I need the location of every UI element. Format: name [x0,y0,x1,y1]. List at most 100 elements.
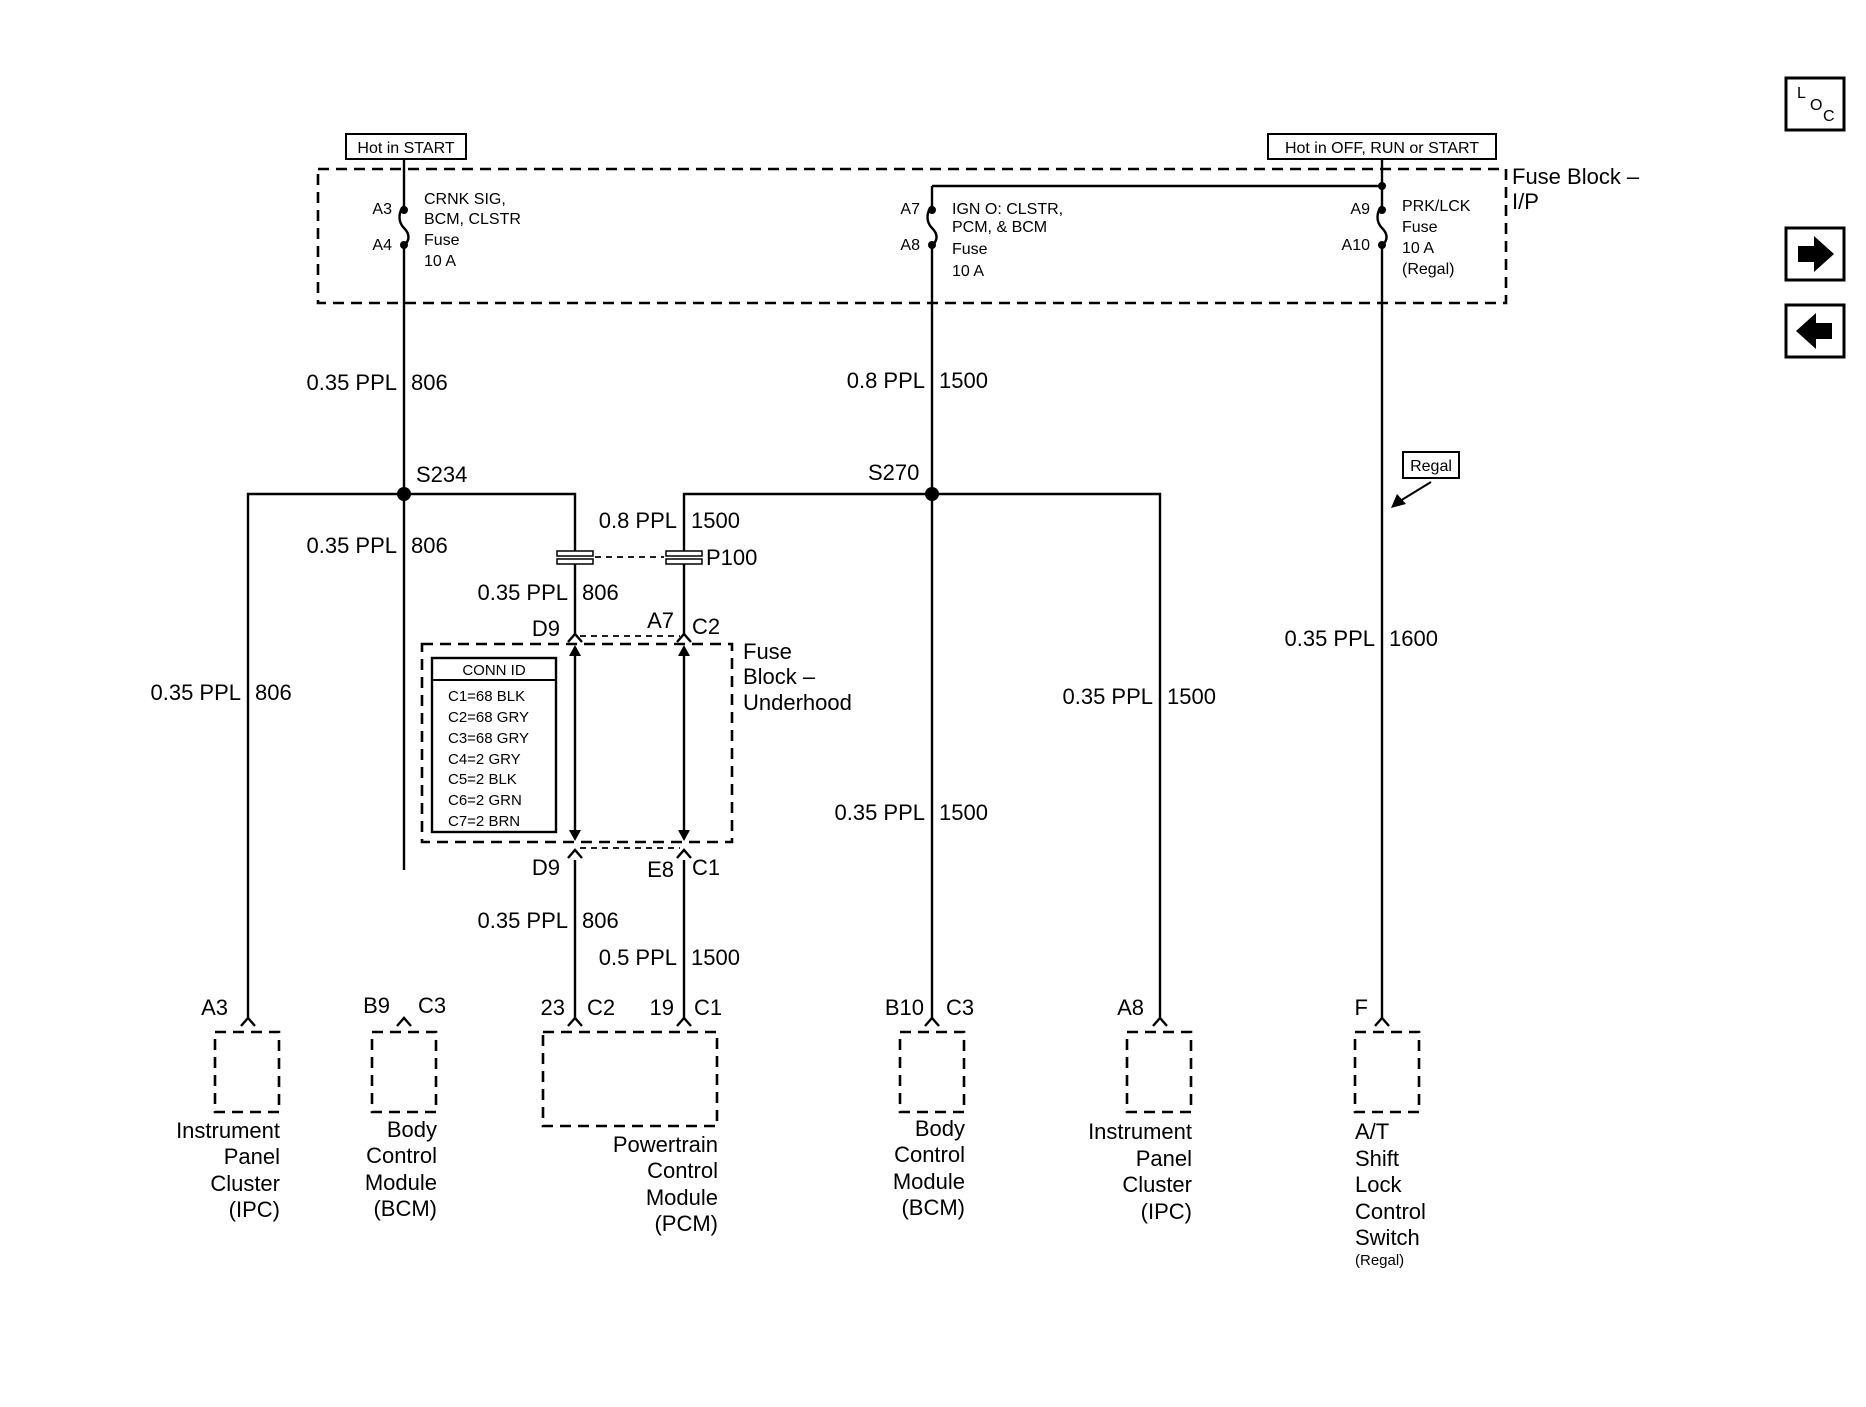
atsl-line-4: Control [1355,1199,1426,1224]
wire-1500-top-circuit: 1500 [939,368,988,393]
bcm-left-line-2: Control [366,1143,437,1168]
ipc-right-line-1: Instrument [1088,1119,1192,1144]
fuse-crnk-line-1: CRNK SIG, [424,191,506,208]
s270-label: S270 [868,460,919,485]
regal-tag: Regal [1391,451,1460,508]
conn-id-row-6: C6=2 GRN [448,792,522,809]
conn-id-row-2: C2=68 GRY [448,709,529,726]
bcm-right-line-1: Body [915,1116,965,1141]
fuse-block-underhood-line-1: Fuse [743,639,792,664]
conn-id-row-7: C7=2 BRN [448,813,520,830]
wire-1500-top-gauge: 0.8 PPL [847,368,925,393]
fuse-prk-lck: A9 A10 PRK/LCK Fuse 10 A (Regal) [1342,186,1471,1018]
hot-in-all-label: Hot in OFF, RUN or START [1267,133,1497,160]
fuse-ign-line-4: 10 A [952,263,984,280]
conn-id-row-5: C5=2 BLK [448,771,517,788]
conn-id-title: CONN ID [462,662,526,679]
fuse-ign-line-2: PCM, & BCM [952,219,1047,236]
wire-806-mid-gauge: 0.35 PPL [306,533,397,558]
underhood-pin-bot-e8: E8 [647,857,674,882]
fuse-block-ip-label-1: Fuse Block – [1512,164,1640,189]
fuse-block-underhood-line-2: Block – [743,664,816,689]
wire-806-p100-gauge: 0.35 PPL [477,580,568,605]
bcm-right-line-2: Control [894,1142,965,1167]
hot-in-start-label: Hot in START [345,133,467,160]
conn-id-row-1: C1=68 BLK [448,688,525,705]
fuse-block-underhood-line-3: Underhood [743,690,852,715]
fuse-crnk-pin-bottom: A4 [372,237,392,254]
wire-1500-ipc-circuit: 1500 [1167,684,1216,709]
component-connector-marks [240,1016,1390,1027]
loc-letter-o: O [1810,97,1822,114]
bcm-right-line-4: (BCM) [901,1195,965,1220]
bcm-left-conn: C3 [418,993,446,1018]
fuse-prk-line-1: PRK/LCK [1402,198,1471,215]
component-bcm-left: B9 C3 Body Control Module (BCM) [363,993,446,1221]
fuse-prk-line-3: 10 A [1402,240,1434,257]
loc-letter-c: C [1823,108,1835,125]
wire-1500-p100-circuit: 1500 [691,508,740,533]
wire-806-pcm-gauge: 0.35 PPL [477,908,568,933]
pcm-line-1: Powertrain [613,1132,718,1157]
fuse-prk-line-2: Fuse [1402,219,1438,236]
s234-label: S234 [416,462,467,487]
wire-806-ipc-gauge: 0.35 PPL [150,680,241,705]
fuse-crnk-line-2: BCM, CLSTR [424,211,521,228]
component-at-shift-lock: F A/T Shift Lock Control Switch (Regal) [1353,995,1426,1269]
pcm-line-3: Module [646,1185,718,1210]
atsl-line-5: Switch [1355,1225,1420,1250]
atsl-line-1: A/T [1355,1119,1389,1144]
next-page-button[interactable] [1784,226,1846,282]
connector-p100: P100 [556,545,757,570]
fuse-block-underhood-boundary [420,642,734,844]
wire-1500-bcm-gauge: 0.35 PPL [834,800,925,825]
fuse-ign-pin-top: A7 [900,201,920,218]
bcm-right-pin: B10 [885,995,924,1020]
loc-letter-l: L [1797,85,1806,102]
fuse-block-ip-boundary [316,167,1508,305]
s234-branch [246,492,577,1018]
fuse-bus-bar [932,159,1384,188]
fuse-crnk-pin-top: A3 [372,201,392,218]
fuse-ign-line-1: IGN O: CLSTR, [952,201,1063,218]
ipc-right-pin: A8 [1117,995,1144,1020]
fuse-prk-line-4: (Regal) [1402,261,1454,278]
pcm-pin-2: 19 [650,995,674,1020]
s270-branch [682,492,1162,1018]
s234-splice-dot [397,487,411,501]
conn-id-row-3: C3=68 GRY [448,730,529,747]
ipc-left-line-1: Instrument [176,1118,280,1143]
wire-1600-circuit: 1600 [1389,626,1438,651]
arrow-left-icon [1796,313,1832,349]
wire-806-top-circuit: 806 [411,370,448,395]
component-ipc-left: A3 Instrument Panel Cluster (IPC) [176,995,281,1222]
bcm-left-line-1: Body [387,1117,437,1142]
ipc-left-pin: A3 [201,995,228,1020]
underhood-pin-top-d9: D9 [532,616,560,641]
wire-1500-pcm-gauge: 0.5 PPL [599,945,677,970]
hot-in-start-text: Hot in START [357,140,454,157]
ipc-left-line-2: Panel [224,1144,280,1169]
atsl-line-3: Lock [1355,1172,1402,1197]
fuse-crnk-line-4: 10 A [424,253,456,270]
s270-splice-dot [925,487,939,501]
ipc-left-line-3: Cluster [210,1171,280,1196]
wire-1500-ipc-gauge: 0.35 PPL [1062,684,1153,709]
underhood-pin-top-a7: A7 [647,608,674,633]
bcm-left-pin: B9 [363,993,390,1018]
arrow-right-icon [1798,236,1834,272]
p100-label: P100 [706,545,757,570]
conn-id-table: CONN ID C1=68 BLK C2=68 GRY C3=68 GRY C4… [430,656,558,834]
previous-page-button[interactable] [1784,303,1846,359]
fuse-ign-pin-bottom: A8 [900,237,920,254]
loc-button[interactable]: L O C [1784,76,1846,132]
ipc-right-line-2: Panel [1136,1146,1192,1171]
wire-806-pcm-circuit: 806 [582,908,619,933]
regal-tag-text: Regal [1410,458,1452,475]
pcm-conn-2: C1 [694,995,722,1020]
ipc-right-line-4: (IPC) [1141,1199,1192,1224]
wire-1600-gauge: 0.35 PPL [1284,626,1375,651]
wire-806-p100-circuit: 806 [582,580,619,605]
conn-id-row-4: C4=2 GRY [448,751,521,768]
pcm-line-4: (PCM) [654,1211,718,1236]
